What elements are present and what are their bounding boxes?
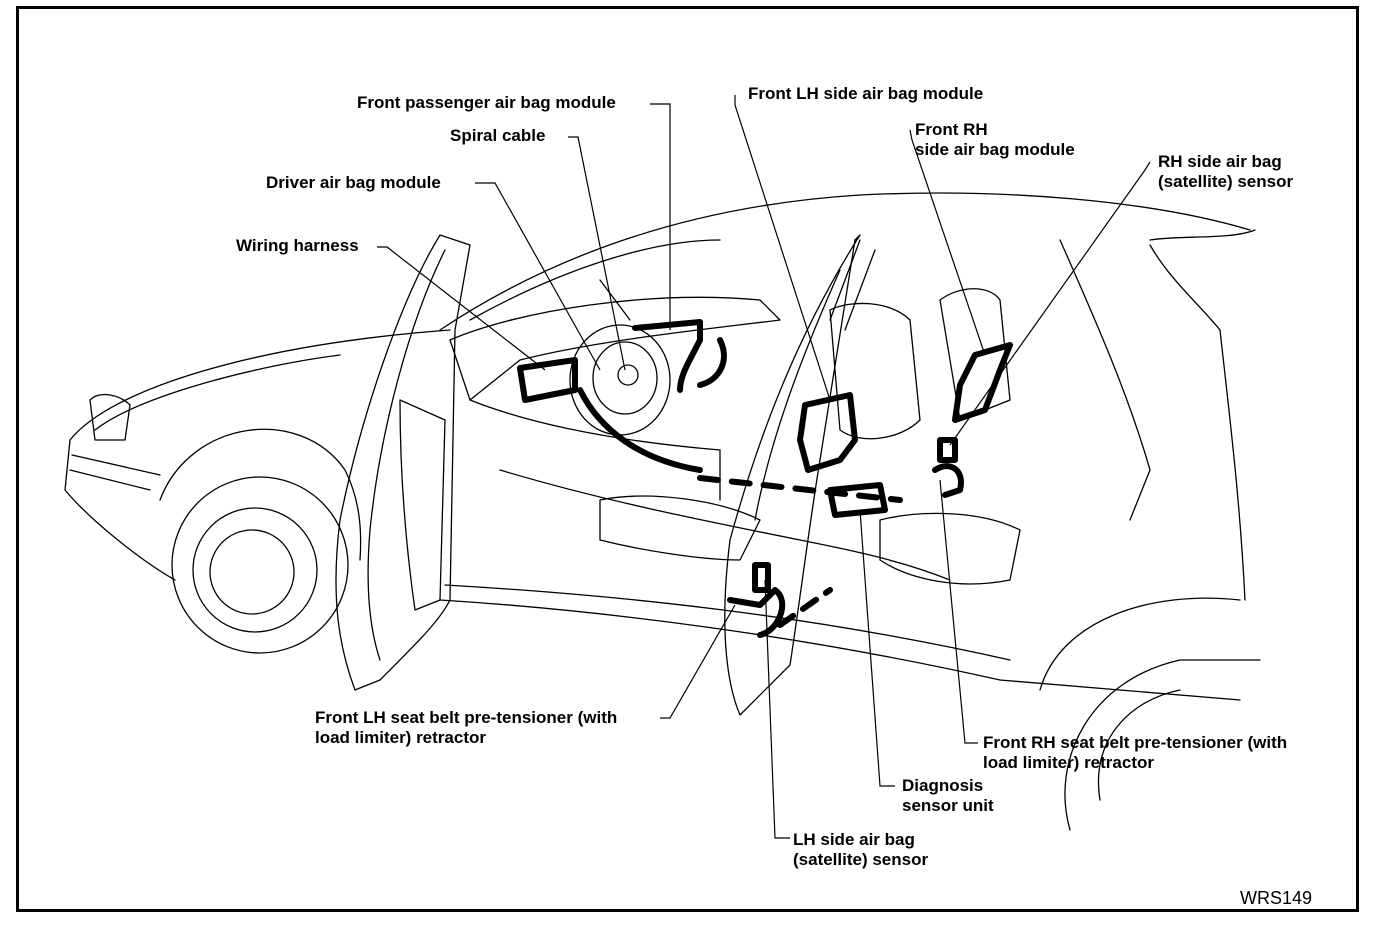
front-seat-back xyxy=(829,302,921,440)
front-seat-cushion xyxy=(599,495,761,561)
dashboard-lower xyxy=(469,399,721,501)
front-door-inner xyxy=(367,249,446,661)
rear-door-outer xyxy=(724,234,861,716)
front-wheel-arch xyxy=(159,428,362,561)
car-hood xyxy=(69,329,451,441)
steering-hub xyxy=(617,364,639,386)
front-door-panel xyxy=(399,399,446,611)
floor-line xyxy=(499,469,951,581)
leader-lh-sensor xyxy=(764,579,790,839)
rh-seat-belt-pretensioner-shape xyxy=(932,463,964,498)
rear-wheel-rim xyxy=(1097,689,1181,801)
car-sill-lower xyxy=(444,584,1011,661)
label-wiring-harness: Wiring harness xyxy=(236,236,359,255)
leader-spiral-cable xyxy=(568,136,626,371)
lh-wire-dashed xyxy=(777,587,833,628)
rear-seat-back xyxy=(939,288,1011,421)
passenger-air-bag-module-shape xyxy=(632,319,703,343)
car-rear-quarter xyxy=(1219,329,1246,601)
b-pillar xyxy=(829,239,876,331)
car-c-pillar xyxy=(1059,239,1151,521)
car-front-bumper xyxy=(64,439,176,581)
leader-front-rh-side xyxy=(909,129,986,356)
leader-front-lh-belt xyxy=(660,604,736,719)
car-hood-inner xyxy=(94,354,341,431)
diagnosis-sensor-unit-shape xyxy=(827,482,888,518)
leader-front-passenger xyxy=(650,103,671,330)
car-headlight xyxy=(89,393,131,441)
leader-driver-air-bag xyxy=(475,182,601,371)
driver-air-bag-module-shape xyxy=(517,357,578,403)
leader-rh-sensor xyxy=(949,161,1151,446)
dashboard xyxy=(449,296,781,401)
car-rear-window xyxy=(1149,229,1256,331)
leader-front-lh-side xyxy=(734,95,831,401)
leader-wiring-harness xyxy=(377,246,546,371)
figure-frame xyxy=(16,6,1359,912)
label-driver-air-bag-module: Driver air bag module xyxy=(266,173,441,192)
label-lh-side-air-bag-sensor: LH side air bag(satellite) sensor xyxy=(793,830,929,869)
rh-side-air-bag-module-shape xyxy=(952,342,1013,423)
label-spiral-cable: Spiral cable xyxy=(450,126,546,145)
label-front-lh-side-air-bag-module: Front LH side air bag module xyxy=(748,84,984,103)
wiring-harness-shape xyxy=(577,337,727,473)
label-front-passenger-air-bag-module: Front passenger air bag module xyxy=(357,93,616,112)
leader-front-rh-belt xyxy=(939,479,978,744)
rear-door-inner xyxy=(754,269,841,521)
front-wheel-rim xyxy=(192,507,318,633)
rear-wheel-arch xyxy=(1039,597,1241,691)
rear-seat-cushion xyxy=(879,512,1021,585)
wiring-harness-dashed xyxy=(697,475,903,503)
label-rh-side-air-bag-sensor: RH side air bag(satellite) sensor xyxy=(1158,152,1294,191)
front-wheel-hub xyxy=(209,529,295,615)
steering-wheel-inner xyxy=(592,341,658,415)
lh-side-sensor-shape xyxy=(752,562,771,593)
front-door-outer xyxy=(335,234,471,691)
windshield-frame xyxy=(469,239,721,321)
car-roof-outline xyxy=(439,192,1251,331)
rh-side-sensor-shape xyxy=(937,437,958,463)
figure-code: WRS149 xyxy=(1240,888,1313,908)
car-grille xyxy=(69,454,161,491)
leader-diagnosis xyxy=(859,509,895,787)
rear-wheel-tire xyxy=(1064,659,1261,831)
car-sill xyxy=(439,599,1241,701)
lh-side-air-bag-module-shape xyxy=(797,392,858,473)
front-wheel-tire xyxy=(171,476,349,654)
